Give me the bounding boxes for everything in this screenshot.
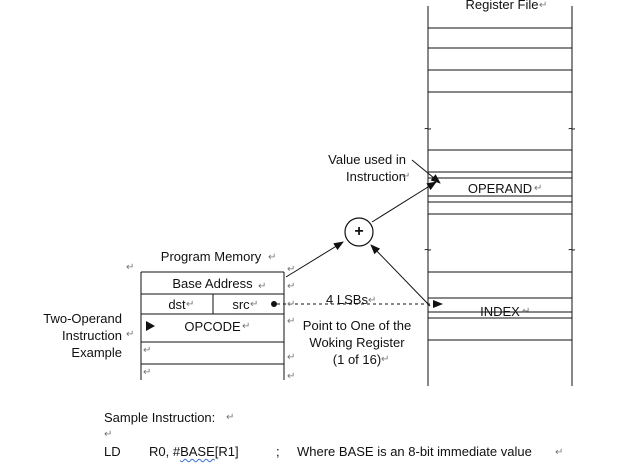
- opcode-cell: OPCODE: [184, 319, 241, 334]
- paragraph-mark: ↵: [539, 0, 548, 11]
- lsbs-label: 4 LSBs: [326, 292, 368, 307]
- two-operand-label-line2: Instruction: [62, 328, 122, 343]
- paragraph-mark: ↵: [287, 281, 296, 292]
- sample-operands-suffix: [R1]: [214, 444, 239, 459]
- paragraph-mark: ↵: [522, 306, 531, 317]
- paragraph-mark: ↵: [258, 281, 267, 292]
- break-mark-right-2: ~: [568, 242, 576, 257]
- paragraph-mark: ↵: [226, 412, 235, 423]
- paragraph-mark: ↵: [287, 299, 296, 310]
- sample-operands-base: BASE: [180, 444, 215, 459]
- arrow-label-to-operand: [411, 159, 441, 184]
- paragraph-mark: ↵: [534, 183, 543, 194]
- adder-plus-sign: +: [354, 223, 364, 240]
- paragraph-mark: ↵: [402, 171, 411, 182]
- operand-register-label: OPERAND: [467, 181, 533, 196]
- point-label-line1: Point to One of the: [302, 318, 412, 333]
- register-file: [427, 6, 573, 386]
- paragraph-mark: ↵: [242, 321, 251, 332]
- paragraph-mark: ↵: [381, 354, 390, 365]
- program-memory-table: [140, 271, 285, 380]
- point-label-line2: Woking Register: [309, 335, 405, 350]
- src-cell: src: [232, 297, 250, 312]
- sample-operands-prefix: R0, #: [149, 444, 181, 459]
- value-used-label-line1: Value used in: [328, 152, 406, 167]
- point-label-line3: (1 of 16): [332, 352, 382, 367]
- paragraph-mark: ↵: [368, 295, 377, 306]
- paragraph-mark: ↵: [104, 429, 113, 440]
- break-mark-right-1: ~: [568, 121, 576, 136]
- paragraph-mark: ↵: [186, 299, 195, 310]
- arrow-adder-to-operand: [371, 181, 437, 223]
- sample-separator: ;: [276, 444, 280, 459]
- index-register-label: INDEX: [480, 304, 520, 319]
- paragraph-mark: ↵: [287, 264, 296, 275]
- sample-comment: Where BASE is an 8-bit immediate value: [297, 444, 532, 459]
- opcode-marker-icon: [146, 321, 155, 331]
- arrow-index-to-adder: [370, 244, 431, 307]
- paragraph-mark: ↵: [126, 262, 135, 273]
- two-operand-label-line3: Example: [71, 345, 122, 360]
- sample-mnemonic: LD: [104, 444, 121, 459]
- break-mark-left-2: ~: [424, 242, 432, 257]
- paragraph-mark: ↵: [555, 447, 564, 458]
- paragraph-mark: ↵: [287, 316, 296, 327]
- program-memory-title: Program Memory: [160, 249, 262, 264]
- sample-operands: R0, #BASE[R1]: [149, 444, 239, 459]
- paragraph-mark: ↵: [287, 371, 296, 382]
- arrow-base-to-adder: [285, 241, 344, 278]
- base-address-cell: Base Address: [172, 276, 253, 291]
- register-file-title: Register File: [465, 0, 539, 12]
- dst-cell: dst: [168, 297, 186, 312]
- adder-circle: [344, 217, 374, 247]
- paragraph-mark: ↵: [268, 252, 277, 263]
- paragraph-mark: ↵: [143, 345, 152, 356]
- paragraph-mark: ↵: [250, 299, 259, 310]
- paragraph-mark: ↵: [143, 367, 152, 378]
- sample-instruction-heading: Sample Instruction:: [104, 410, 216, 425]
- paragraph-mark: ↵: [126, 329, 135, 340]
- break-mark-left-1: ~: [424, 121, 432, 136]
- src-dot: [271, 301, 277, 307]
- two-operand-label-line1: Two-Operand: [43, 311, 122, 326]
- paragraph-mark: ↵: [287, 352, 296, 363]
- value-used-label-line2: Instruction: [346, 169, 406, 184]
